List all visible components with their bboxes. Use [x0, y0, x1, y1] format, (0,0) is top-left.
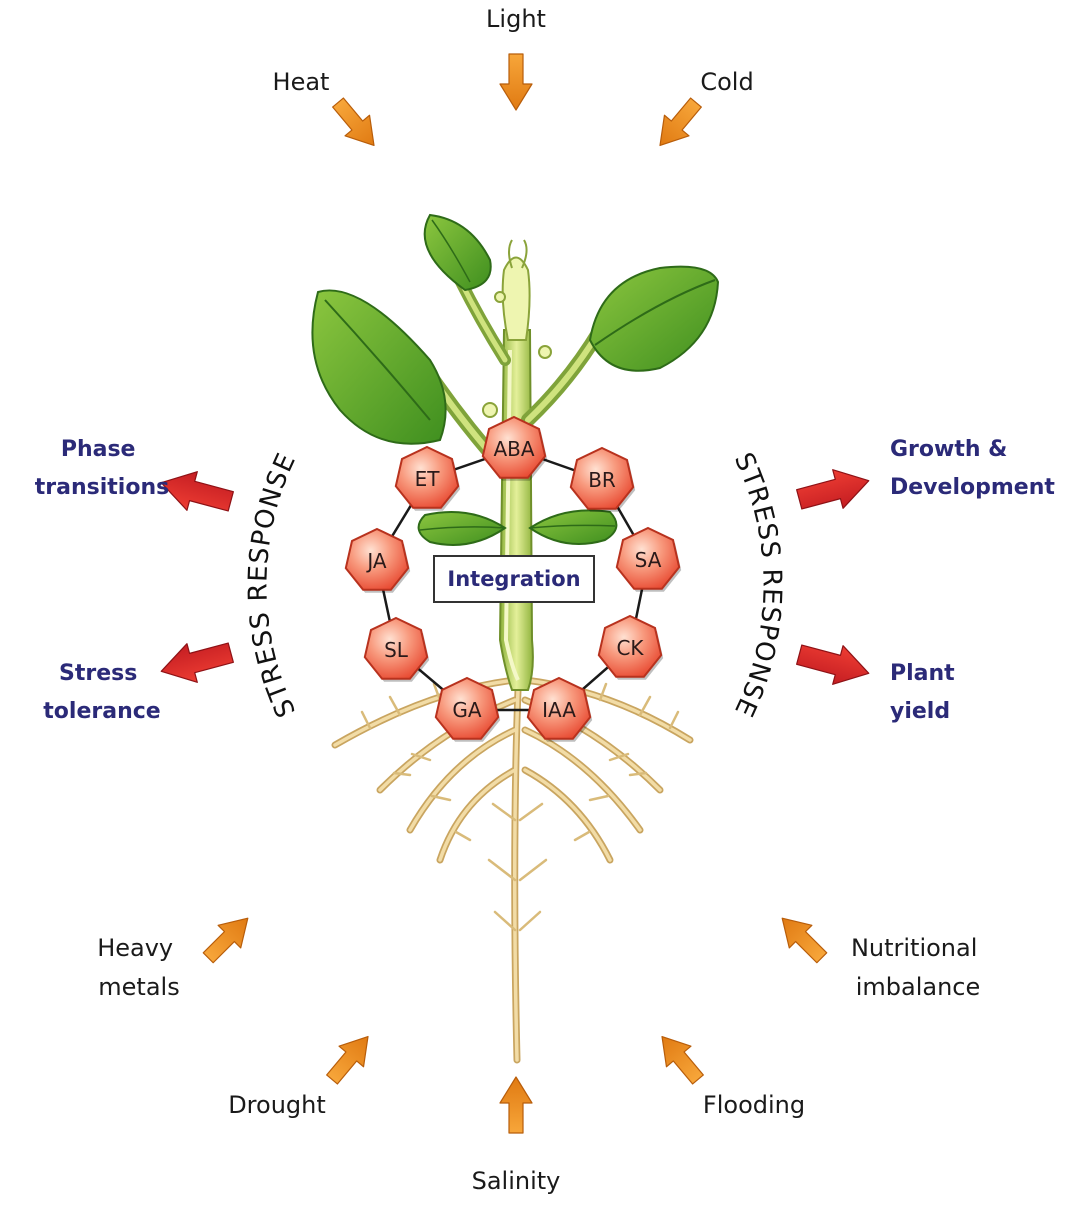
hormone-label: IAA	[542, 698, 576, 722]
hormone-label: GA	[452, 698, 481, 722]
hormone-ring-line	[375, 447, 650, 712]
hormone-ga: GA	[434, 676, 501, 742]
hormone-badge	[481, 415, 547, 479]
leaf-top-left	[423, 213, 492, 292]
root-system	[331, 676, 694, 1064]
hormone-network: ABA BR SA CK IAA GA SL JA ET	[344, 415, 682, 742]
hormone-badge	[363, 616, 429, 680]
hormone-sl: SL	[363, 616, 430, 682]
arrow-growth-development	[796, 469, 870, 510]
arrow-nutritional-imbalance	[781, 917, 828, 964]
stress-nutritional-line2: imbalance	[856, 973, 981, 1001]
stress-response-right-text: STRESS RESPONSE	[728, 448, 786, 721]
hormone-badge	[569, 446, 635, 510]
leaf-right	[588, 265, 720, 372]
arrow-cold	[659, 97, 702, 147]
stress-heavy-metals-line1: Heavy	[97, 934, 173, 962]
outcome-labels: Phase transitions Stress tolerance Growt…	[35, 437, 1056, 724]
outcome-phase-line2: transitions	[35, 475, 169, 500]
stress-heavy-metals-line2: metals	[98, 973, 179, 1001]
outcome-tolerance-line1: Stress	[59, 661, 137, 686]
hormone-label: BR	[588, 468, 616, 492]
hormone-badge	[344, 527, 410, 591]
leaf-left	[311, 289, 447, 445]
arrow-salinity	[499, 1076, 533, 1134]
hormone-badge	[597, 614, 663, 678]
arrow-heavy-metals	[202, 917, 249, 964]
arrow-stress-tolerance	[160, 642, 234, 683]
hormone-br: BR	[569, 446, 636, 512]
leaf-lower-right	[528, 509, 618, 545]
hormone-badge	[526, 676, 592, 740]
stress-nutritional-imbalance: Nutritional imbalance	[851, 934, 985, 1001]
stress-heat: Heat	[273, 68, 330, 96]
stress-drought: Drought	[228, 1091, 326, 1119]
hormone-label: SL	[384, 638, 409, 662]
stress-cold: Cold	[700, 68, 753, 96]
stress-flooding: Flooding	[703, 1091, 805, 1119]
outcome-yield-line1: Plant	[890, 661, 955, 686]
stress-light: Light	[486, 5, 546, 33]
outcome-yield-line2: yield	[890, 699, 950, 724]
arrow-plant-yield	[796, 644, 870, 685]
stress-salinity: Salinity	[472, 1167, 561, 1195]
stress-response-arc-left: STRESS RESPONSE	[243, 448, 302, 721]
hormone-label: SA	[635, 548, 662, 572]
outcome-growth-line1: Growth &	[890, 437, 1007, 462]
outcome-arrows	[160, 469, 870, 685]
hormone-et: ET	[394, 445, 461, 511]
stress-response-left-text: STRESS RESPONSE	[243, 448, 301, 721]
hormone-badge	[615, 526, 681, 590]
outcome-growth-development: Growth & Development	[890, 437, 1055, 500]
hormone-network-lines	[375, 447, 650, 712]
hormone-ja: JA	[344, 527, 411, 593]
stress-labels: Light Heat Cold Heavy metals Nutritional…	[97, 5, 985, 1195]
hormone-sa: SA	[615, 526, 682, 592]
arrow-light	[499, 53, 533, 111]
arrow-phase-transitions	[160, 471, 234, 512]
outcome-plant-yield: Plant yield	[890, 661, 962, 724]
integration-box: Integration	[433, 555, 595, 603]
arrow-flooding	[661, 1035, 704, 1085]
integration-label: Integration	[447, 567, 580, 591]
outcome-phase-line1: Phase	[61, 437, 136, 462]
leaves	[311, 213, 720, 546]
stress-nutritional-line1: Nutritional	[851, 934, 977, 962]
stress-heavy-metals: Heavy metals	[97, 934, 181, 1001]
hormone-label: JA	[365, 549, 387, 573]
hormone-label: ABA	[493, 437, 534, 461]
outcome-growth-line2: Development	[890, 475, 1055, 500]
hormone-badge	[394, 445, 460, 509]
hormone-label: ET	[415, 467, 441, 491]
hormone-ck: CK	[597, 614, 664, 680]
stress-arrows	[202, 53, 828, 1134]
hormone-aba: ABA	[481, 415, 548, 481]
outcome-tolerance-line2: tolerance	[43, 699, 160, 724]
stress-response-arc-right: STRESS RESPONSE	[728, 448, 787, 721]
outcome-phase-transitions: Phase transitions	[35, 437, 169, 500]
arrow-heat	[332, 97, 375, 147]
hormone-iaa: IAA	[526, 676, 593, 742]
hormone-label: CK	[616, 636, 644, 660]
outcome-stress-tolerance: Stress tolerance	[43, 661, 160, 724]
leaf-lower-left	[417, 510, 507, 546]
arrow-drought	[326, 1035, 369, 1085]
hormone-badge	[434, 676, 500, 740]
